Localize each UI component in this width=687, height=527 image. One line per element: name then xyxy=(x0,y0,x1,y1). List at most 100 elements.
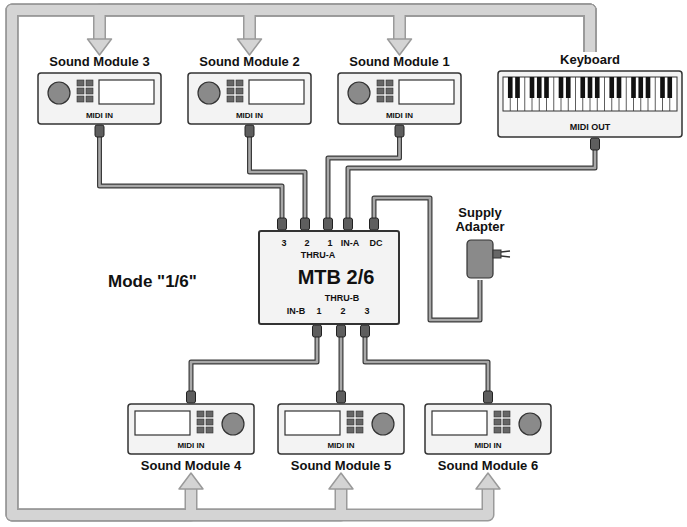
mode-label: Mode "1/6" xyxy=(108,272,197,292)
midi-plug xyxy=(313,325,322,337)
button xyxy=(236,88,243,94)
button xyxy=(503,427,510,433)
device-name: Sound Module 3 xyxy=(34,54,165,70)
button xyxy=(503,419,510,425)
port-label: IN-B xyxy=(287,307,306,316)
port-label: MIDI IN xyxy=(424,441,552,451)
midi-plug xyxy=(395,125,404,137)
adapter-name: Supply Adapter xyxy=(448,206,512,234)
button xyxy=(236,96,243,102)
module-node: MIDI IN Sound Module 4 xyxy=(124,403,258,474)
dc-plug xyxy=(370,218,379,230)
module-node: MIDI INSound Module 6 xyxy=(421,403,555,474)
midi-plug xyxy=(337,325,346,337)
port-label: 2 xyxy=(304,239,309,248)
mtb-node: 321IN-ADCTHRU-AMTB 2/6THRU-BIN-B123 xyxy=(258,230,400,325)
module-housing xyxy=(38,73,161,124)
button xyxy=(386,88,393,94)
button xyxy=(77,88,84,94)
button xyxy=(206,427,213,433)
button xyxy=(227,96,234,102)
key-line xyxy=(553,77,554,111)
module-node: Sound Module 3 MIDI IN xyxy=(34,54,165,125)
midi-cable xyxy=(365,325,488,403)
device-name: Sound Module 2 xyxy=(184,54,315,70)
port-label: MIDI IN xyxy=(187,111,312,121)
button xyxy=(86,88,93,94)
button xyxy=(494,411,501,417)
port-label: 3 xyxy=(364,307,369,316)
button xyxy=(227,88,234,94)
module-housing xyxy=(278,404,404,454)
midi-plug xyxy=(484,391,493,403)
midi-plug xyxy=(95,125,104,137)
key-line xyxy=(524,77,525,111)
black-key xyxy=(617,77,622,98)
module-body: MIDI IN xyxy=(37,72,162,125)
port-label: MIDI IN xyxy=(277,441,405,451)
cable-outline xyxy=(328,125,400,230)
black-key xyxy=(667,77,672,98)
midi-plug xyxy=(324,218,333,230)
knob xyxy=(519,413,541,435)
midi-cable xyxy=(100,125,283,230)
black-key xyxy=(646,77,651,98)
key-line xyxy=(604,77,605,111)
module-housing xyxy=(425,404,551,454)
black-key xyxy=(537,77,542,98)
black-key xyxy=(588,77,593,98)
display xyxy=(249,80,304,104)
black-key xyxy=(609,77,614,98)
black-key xyxy=(508,77,513,98)
module-housing xyxy=(338,73,461,124)
device-name: Sound Module 5 xyxy=(274,458,408,474)
module-body: MIDI IN xyxy=(424,403,552,455)
cable-outline xyxy=(191,325,317,403)
midi-plug xyxy=(301,218,310,230)
button xyxy=(356,419,363,425)
port-label: THRU-B xyxy=(325,294,360,303)
device-name: Sound Module 1 xyxy=(334,54,465,70)
cable-outline xyxy=(365,325,488,403)
button xyxy=(197,427,204,433)
black-key xyxy=(544,77,549,98)
black-key xyxy=(580,77,585,98)
black-key xyxy=(559,77,564,98)
button xyxy=(347,411,354,417)
port-label: 1 xyxy=(327,239,332,248)
button xyxy=(86,80,93,86)
module-node: Sound Module 2 MIDI IN xyxy=(184,54,315,125)
key-bed xyxy=(503,77,677,111)
port-label: MIDI IN xyxy=(37,111,162,121)
black-key xyxy=(566,77,571,98)
cable-outline xyxy=(250,125,306,230)
black-key xyxy=(660,77,665,98)
signal-flow-arrow xyxy=(250,10,591,52)
midi-plug xyxy=(187,391,196,403)
module-body: MIDI IN xyxy=(127,403,255,455)
midi-cable xyxy=(328,125,400,230)
signal-flow-arrow xyxy=(400,10,591,52)
device-name: Sound Module 4 xyxy=(124,458,258,474)
button xyxy=(347,427,354,433)
port-label: 1 xyxy=(316,307,321,316)
plug-prong xyxy=(501,251,510,252)
midi-plug xyxy=(361,325,370,337)
button xyxy=(494,419,501,425)
key-line xyxy=(626,77,627,111)
port-label: MIDI IN xyxy=(127,441,255,451)
button xyxy=(86,96,93,102)
adapter-body xyxy=(467,240,493,278)
button xyxy=(236,80,243,86)
display xyxy=(99,80,154,104)
knob xyxy=(198,82,220,104)
button xyxy=(77,96,84,102)
black-key xyxy=(595,77,600,98)
black-key xyxy=(530,77,535,98)
module-body: MIDI IN xyxy=(277,403,405,455)
keyboard-body: MIDI OUT xyxy=(497,70,683,138)
plug-socket xyxy=(493,250,501,258)
button xyxy=(494,427,501,433)
display xyxy=(135,411,190,435)
